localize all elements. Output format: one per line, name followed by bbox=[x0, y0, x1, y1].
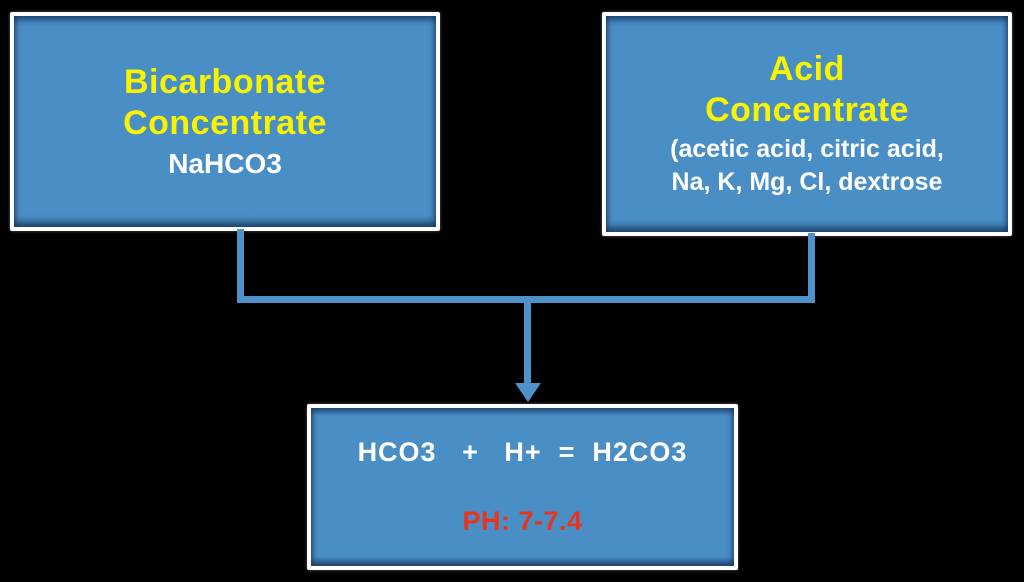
bicarbonate-title-line1: Bicarbonate bbox=[124, 62, 326, 101]
acid-components: (acetic acid, citric acid, Na, K, Mg, Cl… bbox=[670, 133, 944, 199]
reaction-result-box: HCO3 + H+ = H2CO3 PH: 7-7.4 bbox=[307, 404, 738, 570]
acid-title: Acid Concentrate bbox=[705, 49, 909, 132]
acid-concentrate-box: Acid Concentrate (acetic acid, citric ac… bbox=[602, 12, 1012, 236]
bicarbonate-formula: NaHCO3 bbox=[168, 148, 282, 180]
acid-components-line1: (acetic acid, citric acid, bbox=[670, 135, 944, 164]
connector-horizontal-line bbox=[237, 296, 815, 303]
bicarbonate-title-line2: Concentrate bbox=[123, 104, 327, 142]
merge-arrow-shaft bbox=[524, 303, 531, 384]
merge-arrow-head-icon bbox=[515, 383, 541, 402]
reaction-equation: HCO3 + H+ = H2CO3 bbox=[357, 437, 688, 467]
connector-left-drop-line bbox=[237, 229, 244, 303]
acid-title-line1: Acid bbox=[769, 49, 845, 88]
connector-right-drop-line bbox=[808, 233, 815, 303]
bicarbonate-title: Bicarbonate Concentrate bbox=[123, 62, 327, 145]
acid-title-line2: Concentrate bbox=[705, 91, 909, 129]
acid-components-line2: Na, K, Mg, Cl, dextrose bbox=[671, 168, 943, 197]
ph-value: PH: 7-7.4 bbox=[462, 506, 583, 536]
bicarbonate-concentrate-box: Bicarbonate Concentrate NaHCO3 bbox=[10, 12, 440, 231]
